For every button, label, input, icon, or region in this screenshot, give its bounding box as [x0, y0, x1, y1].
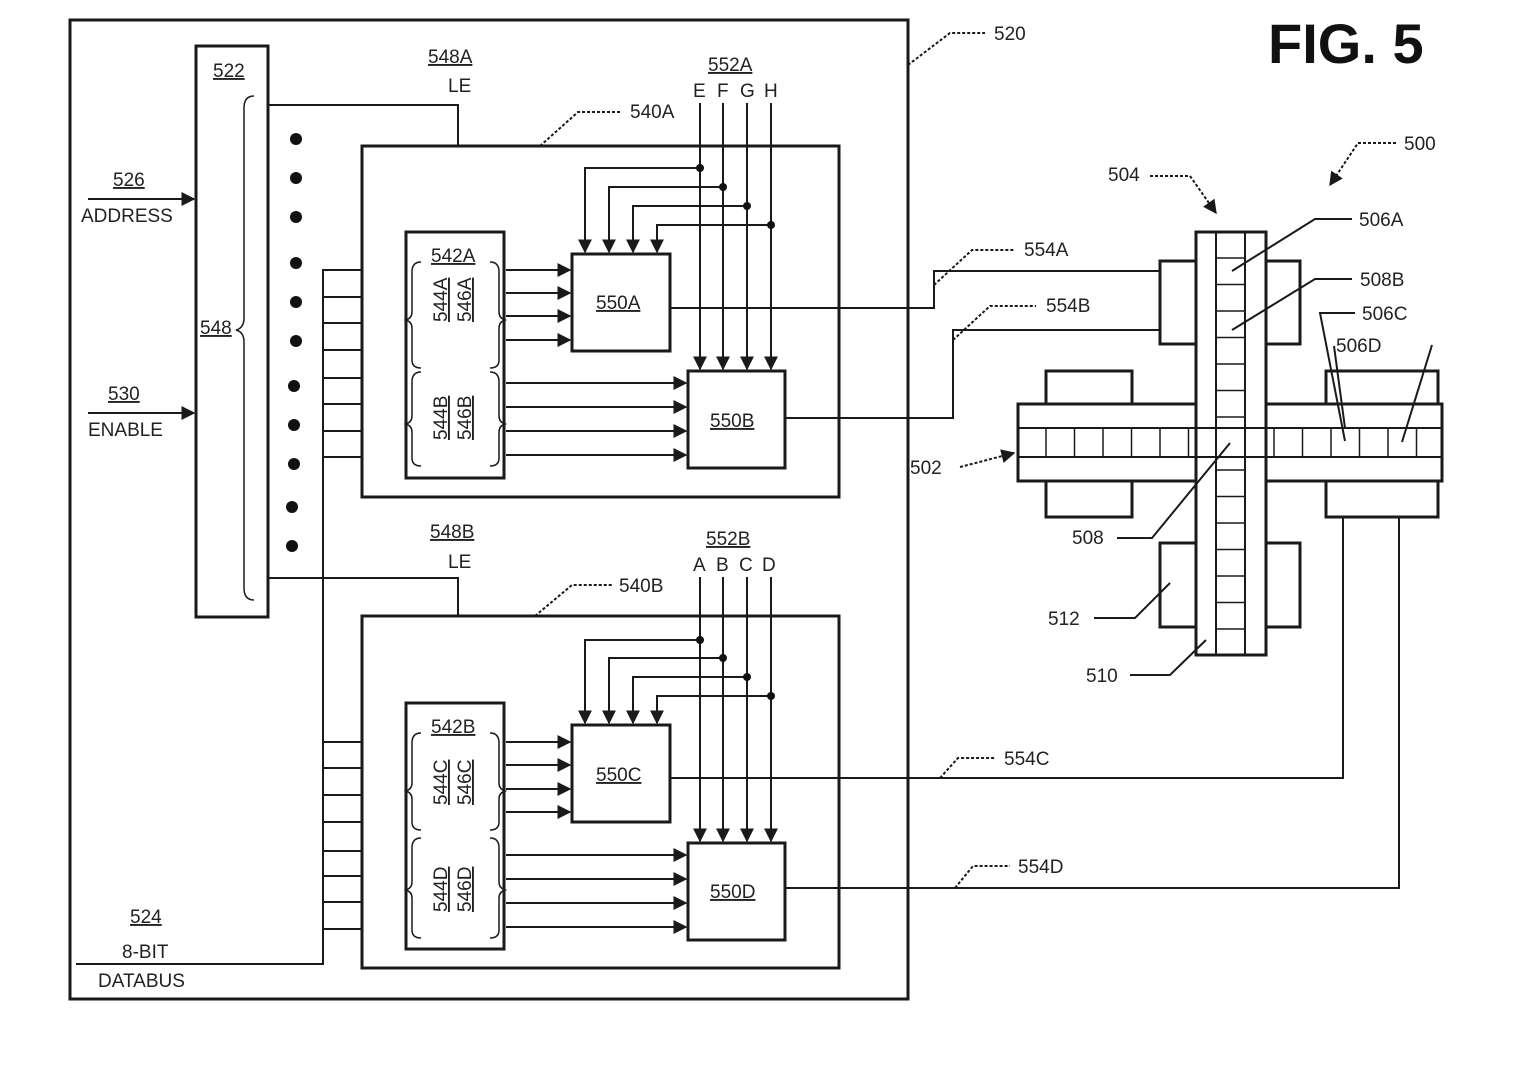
label-g: G: [740, 81, 755, 102]
label-520: 520: [994, 24, 1026, 45]
label-548: 548: [200, 318, 232, 339]
label-8bit: 8-BIT: [122, 942, 169, 963]
label-512: 512: [1048, 609, 1080, 630]
label-a: A: [693, 555, 706, 576]
label-506d: 506D: [1336, 336, 1381, 357]
leader-502: [960, 453, 1014, 467]
label-502: 502: [910, 458, 942, 479]
label-554b: 554B: [1046, 296, 1090, 317]
label-508b: 508B: [1360, 270, 1404, 291]
label-554d: 554D: [1018, 857, 1063, 878]
label-546c: 546C: [455, 760, 476, 805]
label-542b: 542B: [431, 717, 475, 738]
label-526: 526: [113, 170, 145, 191]
leader-554a: [934, 250, 1015, 285]
label-544c: 544C: [431, 760, 452, 805]
leader-554b: [953, 306, 1036, 340]
latch-542a: [406, 232, 504, 478]
leader-504: [1150, 176, 1216, 213]
label-h: H: [764, 81, 778, 102]
leader-554d: [955, 866, 1010, 888]
label-552a: 552A: [708, 55, 753, 76]
label-550c: 550C: [596, 765, 641, 786]
label-506a: 506A: [1359, 210, 1404, 231]
label-510: 510: [1086, 666, 1118, 687]
label-500: 500: [1404, 134, 1436, 155]
label-546a: 546A: [455, 277, 476, 322]
label-522: 522: [213, 61, 245, 82]
label-le-a: LE: [448, 76, 471, 97]
label-544a: 544A: [431, 277, 452, 322]
label-554c: 554C: [1004, 749, 1049, 770]
leader-500: [1330, 143, 1396, 185]
label-f: F: [717, 81, 729, 102]
figure-title: FIG. 5: [1268, 12, 1424, 75]
label-550d: 550D: [710, 882, 755, 903]
leader-554c: [940, 758, 996, 778]
label-544b: 544B: [431, 396, 452, 440]
label-enable: ENABLE: [88, 420, 163, 441]
label-544d: 544D: [431, 867, 452, 912]
label-508: 508: [1072, 528, 1104, 549]
label-le-b: LE: [448, 552, 471, 573]
label-e: E: [693, 81, 706, 102]
label-530: 530: [108, 384, 140, 405]
label-databus: DATABUS: [98, 971, 185, 992]
label-548a: 548A: [428, 47, 473, 68]
label-548b: 548B: [430, 522, 474, 543]
label-506c: 506C: [1362, 304, 1407, 325]
label-b: B: [716, 555, 729, 576]
label-552b: 552B: [706, 529, 750, 550]
leader-520: [908, 33, 985, 65]
label-546b: 546B: [455, 396, 476, 440]
label-554a: 554A: [1024, 240, 1069, 261]
label-504: 504: [1108, 165, 1140, 186]
label-540b: 540B: [619, 576, 663, 597]
label-542a: 542A: [431, 246, 476, 267]
label-address: ADDRESS: [81, 206, 173, 227]
label-524: 524: [130, 907, 162, 928]
label-c: C: [739, 555, 753, 576]
label-550a: 550A: [596, 293, 641, 314]
label-d: D: [762, 555, 776, 576]
label-550b: 550B: [710, 411, 754, 432]
label-546d: 546D: [455, 867, 476, 912]
label-540a: 540A: [630, 102, 675, 123]
